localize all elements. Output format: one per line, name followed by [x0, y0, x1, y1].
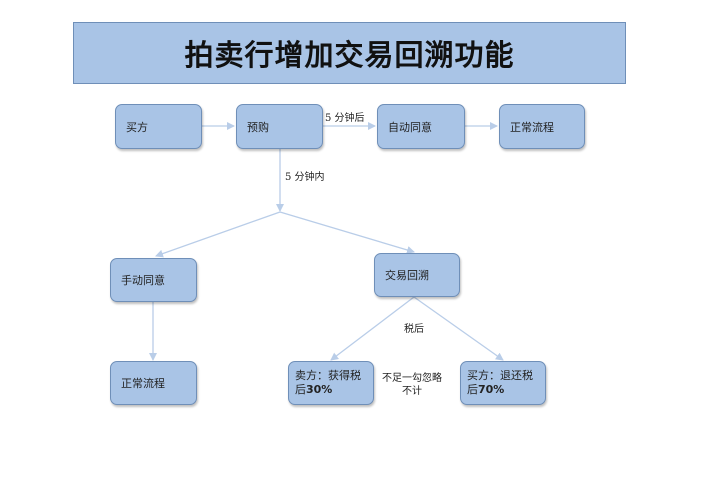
- node-presale-label: 预购: [247, 120, 269, 134]
- node-buyer-label: 买方: [126, 120, 148, 134]
- node-auto-agree: 自动同意: [377, 104, 465, 149]
- node-manual-agree: 手动同意: [110, 258, 197, 302]
- node-manual-agree-label: 手动同意: [121, 274, 165, 287]
- buyer-refund-percent: 70%: [478, 383, 505, 396]
- note-ignore-line1: 不足一勾忽略: [382, 373, 442, 384]
- node-seller-gain: 卖方：获得税 后30%: [288, 361, 374, 405]
- node-buyer: 买方: [115, 104, 202, 149]
- node-normal-flow-bottom-label: 正常流程: [121, 377, 165, 390]
- node-normal-flow-top: 正常流程: [499, 104, 585, 149]
- node-trade-rollback-label: 交易回溯: [385, 269, 429, 282]
- node-presale: 预购: [236, 104, 323, 149]
- node-trade-rollback: 交易回溯: [374, 253, 460, 297]
- node-normal-flow-top-label: 正常流程: [510, 120, 554, 134]
- title-banner: 拍卖行增加交易回溯功能: [73, 22, 626, 84]
- node-auto-agree-label: 自动同意: [388, 120, 432, 134]
- edge-label-within-5min: 5 分钟内: [285, 172, 325, 183]
- edge-rollback-buyer: [413, 296, 504, 361]
- edge-label-after-5min: 5 分钟后: [325, 113, 365, 124]
- buyer-refund-line1: 买方：退还税: [467, 369, 533, 382]
- edge-rollback-seller: [330, 296, 415, 361]
- node-buyer-refund: 买方：退还税 后70%: [460, 361, 546, 405]
- seller-gain-line1: 卖方：获得税: [295, 369, 361, 382]
- node-seller-gain-label: 卖方：获得税 后30%: [295, 369, 361, 397]
- edge-split-rollback: [279, 211, 415, 254]
- node-buyer-refund-label: 买方：退还税 后70%: [467, 369, 533, 397]
- seller-gain-line2-prefix: 后: [295, 383, 306, 396]
- edge-label-after-tax: 税后: [404, 324, 424, 335]
- edge-split-manual-agree: [155, 211, 281, 258]
- diagram-title: 拍卖行增加交易回溯功能: [184, 38, 515, 72]
- note-ignore: 不足一勾忽略 不计: [382, 372, 442, 398]
- note-ignore-line2: 不计: [402, 386, 422, 397]
- seller-gain-percent: 30%: [306, 383, 333, 396]
- node-normal-flow-bottom: 正常流程: [110, 361, 197, 405]
- buyer-refund-line2-prefix: 后: [467, 383, 478, 396]
